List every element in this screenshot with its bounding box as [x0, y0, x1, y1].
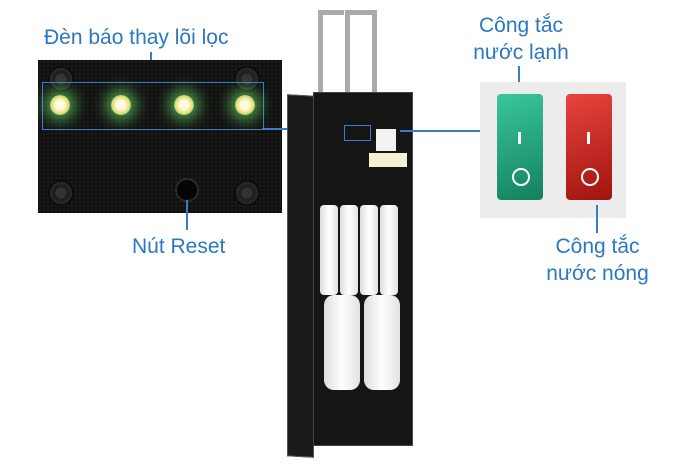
label-line: nước nóng — [546, 262, 649, 285]
warning-sticker — [369, 153, 407, 167]
label-line: Công tắc — [478, 14, 564, 37]
filter-cartridge — [320, 205, 338, 295]
hot-water-switch — [566, 94, 612, 200]
label-cold-switch: Công tắc nước lạnh — [466, 12, 576, 66]
cabinet-door — [287, 94, 314, 458]
water-purifier-cabinet — [313, 92, 413, 446]
faucet — [372, 10, 377, 92]
faucet — [318, 10, 344, 15]
indicator-led — [50, 95, 70, 115]
connector-line — [518, 66, 520, 94]
screw-icon — [234, 66, 260, 92]
indicator-led — [174, 95, 194, 115]
label-hot-switch: Công tắc nước nóng — [540, 233, 655, 287]
screw-icon — [48, 180, 74, 206]
led-highlight-box — [344, 125, 371, 141]
filter-cartridge — [380, 205, 398, 295]
switch-panel-closeup — [480, 82, 626, 218]
filter-cartridge — [360, 205, 378, 295]
filter-cartridge — [324, 295, 360, 390]
faucet — [318, 10, 323, 92]
indicator-led — [235, 95, 255, 115]
label-line: Công tắc — [555, 235, 640, 258]
screw-icon — [234, 180, 260, 206]
cold-water-switch — [497, 94, 543, 200]
label-reset-button: Nút Reset — [132, 235, 226, 258]
connector-line — [186, 200, 188, 230]
filter-cartridge — [340, 205, 358, 295]
indicator-led — [111, 95, 131, 115]
reset-button — [175, 178, 199, 202]
connector-line — [596, 205, 598, 233]
screw-icon — [48, 66, 74, 92]
label-filter-indicator: Đèn báo thay lõi lọc — [44, 26, 229, 49]
connector-line — [400, 130, 480, 132]
led-highlight-box — [42, 82, 264, 130]
faucet — [345, 10, 350, 92]
led-panel-closeup — [38, 60, 282, 213]
label-line: nước lạnh — [473, 41, 569, 64]
faucet — [348, 10, 372, 15]
switch-sticker — [376, 129, 396, 151]
filter-cartridge — [364, 295, 400, 390]
